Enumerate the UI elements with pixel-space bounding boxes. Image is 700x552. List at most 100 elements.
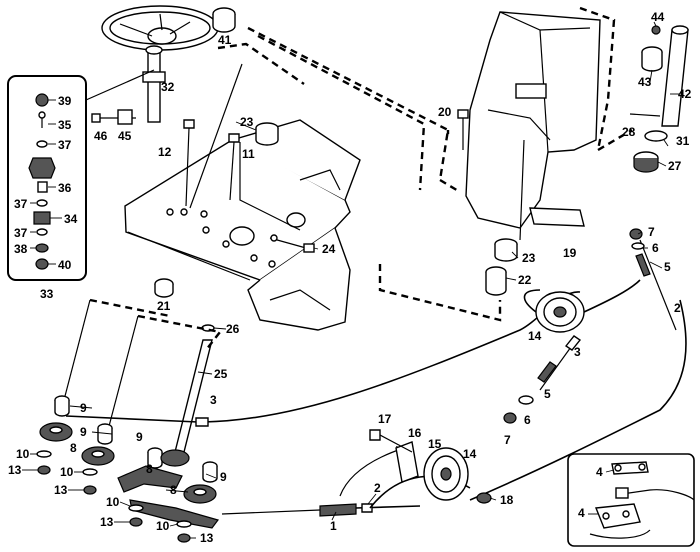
callout-labels: 41 32 39 35 37 36 37 34 37 38 40 33 46 4…: [8, 10, 692, 545]
bushing-21: [154, 278, 174, 298]
callout-45: 45: [118, 129, 132, 143]
callout-37-a: 37: [58, 138, 72, 152]
callout-10-a: 10: [16, 447, 30, 461]
callout-39: 39: [58, 94, 72, 108]
nut-18: [476, 492, 492, 504]
shaft-42: [661, 25, 689, 127]
callout-44: 44: [651, 10, 665, 24]
callout-12: 12: [158, 145, 172, 159]
callout-8-b: 8: [146, 462, 153, 476]
callout-43: 43: [638, 75, 652, 89]
callout-21: 21: [157, 299, 171, 313]
bushing-9b: [97, 423, 113, 445]
callout-33: 33: [40, 287, 54, 301]
callout-15: 15: [428, 437, 442, 451]
bushing-23-lower: [494, 238, 518, 262]
callout-9-c: 9: [136, 430, 143, 444]
bolt-17: [369, 429, 413, 453]
callout-35: 35: [58, 118, 72, 132]
callout-1: 1: [330, 519, 337, 533]
pulley-14-upper: [523, 279, 641, 333]
callout-14-a: 14: [528, 329, 542, 343]
cap-43: [641, 46, 663, 72]
chain-1: [221, 503, 357, 517]
inset-box-33: [7, 69, 155, 281]
callout-5-b: 5: [544, 387, 551, 401]
callout-34: 34: [64, 212, 78, 226]
callout-18: 18: [500, 493, 514, 507]
washer-31: [644, 130, 668, 142]
cable-end-assembly-upper: [629, 228, 677, 331]
callout-22: 22: [518, 273, 532, 287]
callout-14-b: 14: [463, 447, 477, 461]
callout-6-b: 6: [524, 413, 531, 427]
callout-17: 17: [378, 412, 392, 426]
callout-38: 38: [14, 242, 28, 256]
callout-3-b: 3: [210, 393, 217, 407]
callout-25: 25: [214, 367, 228, 381]
bolt-24: [269, 234, 315, 253]
sprocket-8d: [183, 484, 217, 504]
callout-8-a: 8: [70, 441, 77, 455]
callout-24: 24: [322, 242, 336, 256]
assembly-dashed-lines: [89, 6, 633, 351]
callout-4-b: 4: [578, 506, 585, 520]
callout-10-c: 10: [106, 495, 120, 509]
callout-2-b: 2: [374, 481, 381, 495]
callout-9-a: 9: [80, 401, 87, 415]
callout-40: 40: [58, 258, 72, 272]
bushing-23-top: [255, 122, 279, 146]
callout-9-b: 9: [80, 425, 87, 439]
bolt-12: [183, 119, 195, 207]
callout-9-d: 9: [220, 470, 227, 484]
callout-37-b: 37: [14, 197, 28, 211]
callout-2-a: 2: [674, 301, 681, 315]
callout-13-a: 13: [8, 463, 22, 477]
steering-shaft: [142, 45, 166, 123]
pulley-14-lower: [423, 447, 469, 501]
callout-11: 11: [242, 147, 255, 161]
callout-36: 36: [58, 181, 72, 195]
screw-20: [457, 109, 469, 150]
bushing-9d: [202, 461, 218, 483]
steering-shaft-25: [172, 324, 215, 461]
bushing-9a: [54, 395, 70, 417]
inset-parts: [28, 93, 56, 270]
callout-3-a: 3: [574, 345, 581, 359]
callout-31: 31: [676, 134, 690, 148]
callout-46: 46: [94, 129, 108, 143]
bolt-and-nut-45-46: [91, 109, 136, 125]
callout-4-a: 4: [596, 465, 603, 479]
callout-19: 19: [563, 246, 577, 260]
bushing-22: [485, 266, 507, 296]
sprocket-8c: [160, 449, 190, 467]
callout-42: 42: [678, 87, 692, 101]
callout-16: 16: [408, 426, 422, 440]
callout-27: 27: [668, 159, 682, 173]
callout-20: 20: [438, 105, 452, 119]
sprocket-8b: [81, 446, 115, 466]
callout-41: 41: [218, 33, 232, 47]
cable-end-assembly-lower: [503, 335, 582, 424]
callout-5-a: 5: [664, 260, 671, 274]
bracket-15-16: [395, 441, 419, 483]
callout-7-a: 7: [648, 225, 655, 239]
leader-lines: [22, 21, 680, 539]
steering-wheel: [101, 5, 219, 51]
callout-13-d: 13: [200, 531, 214, 545]
callout-13-b: 13: [54, 483, 68, 497]
cable-2-right: [469, 299, 687, 501]
callout-10-d: 10: [156, 519, 170, 533]
callout-23-b: 23: [522, 251, 536, 265]
callout-10-b: 10: [60, 465, 74, 479]
inset-box-4: [567, 453, 695, 547]
steering-wheel-cap: [212, 7, 236, 33]
pin-28: [629, 113, 661, 117]
callout-28: 28: [622, 125, 636, 139]
bearing-27: [633, 151, 659, 173]
callout-26: 26: [226, 322, 240, 336]
callout-13-c: 13: [100, 515, 114, 529]
callout-6-a: 6: [652, 241, 659, 255]
callout-37-c: 37: [14, 226, 28, 240]
